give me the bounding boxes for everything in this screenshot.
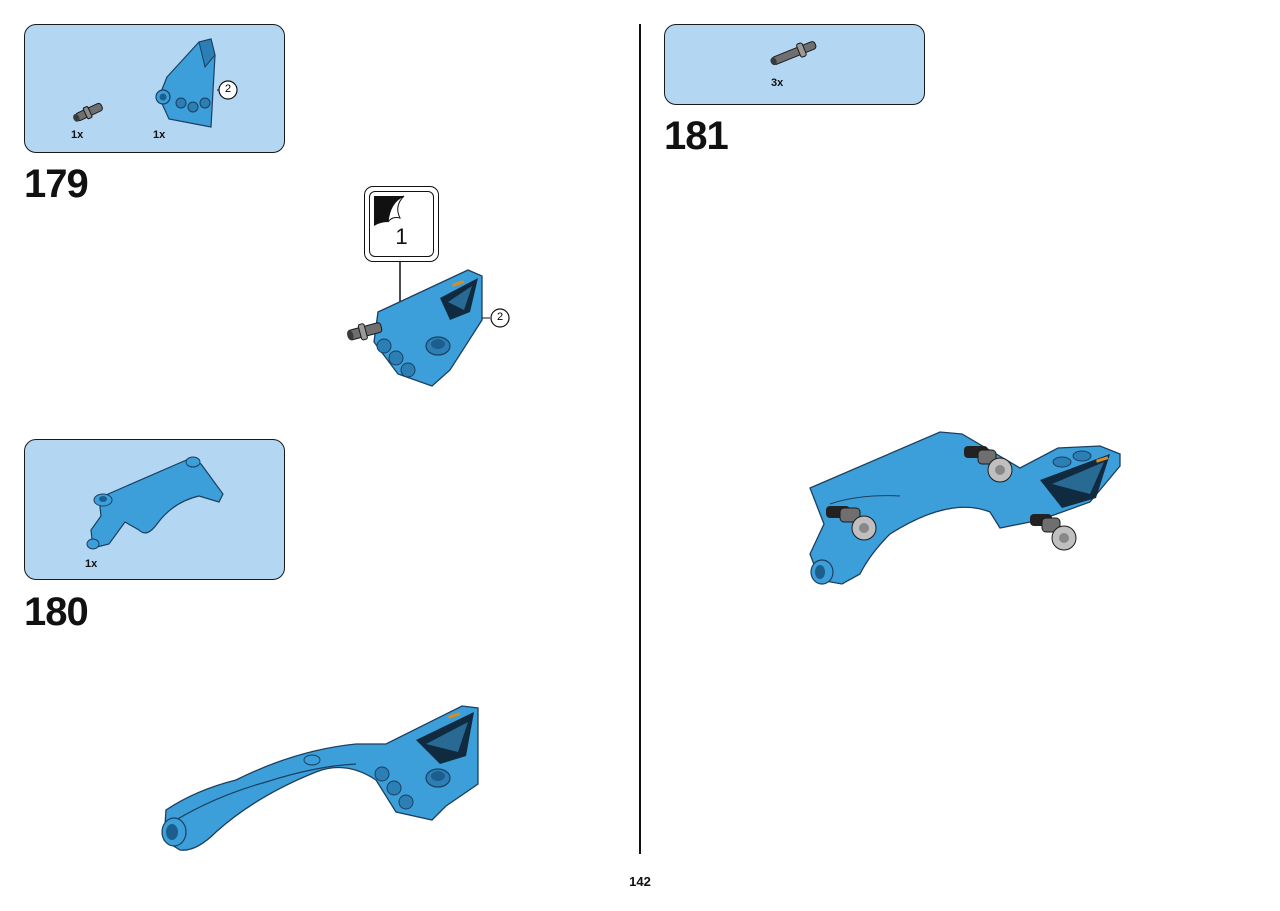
circled-count-icon [217,80,238,100]
callout-leader-line [399,262,401,306]
assembly-179 [347,269,490,387]
step-number-179: 179 [24,162,89,206]
blue-arch-piece-icon [86,456,224,550]
assembly-181 [809,431,1121,585]
qty-180: 1x [85,558,98,570]
parts-box-180: 1x [24,439,285,580]
step-number-180: 180 [24,590,89,634]
subassembly-number: 1 [395,224,408,249]
qty-181: 3x [771,77,784,89]
qty-179-a: 1x [71,129,84,141]
page-divider [639,24,641,854]
pin-3 [1030,514,1077,551]
subassembly-callout: 1 [364,186,439,262]
assembly-callout-179: 2 [497,311,504,323]
long-pin-icon [770,41,817,66]
parts-box-181: 3x [664,24,925,105]
blue-panel-piece-icon [155,38,216,128]
page-curl-icon [374,195,405,226]
qty-179-b: 1x [153,129,166,141]
page-number: 142 [629,874,651,889]
axle-pin-icon [73,102,103,122]
pin-2 [964,446,1013,483]
part-callout-179: 2 [225,83,232,95]
assembly-180 [161,705,479,851]
subassembly-frame: 1 [369,191,434,257]
pin-1 [826,506,877,541]
circled-count-icon [490,308,510,328]
step-number-181: 181 [664,114,729,158]
parts-box-179: 1x 1x 2 [24,24,285,153]
